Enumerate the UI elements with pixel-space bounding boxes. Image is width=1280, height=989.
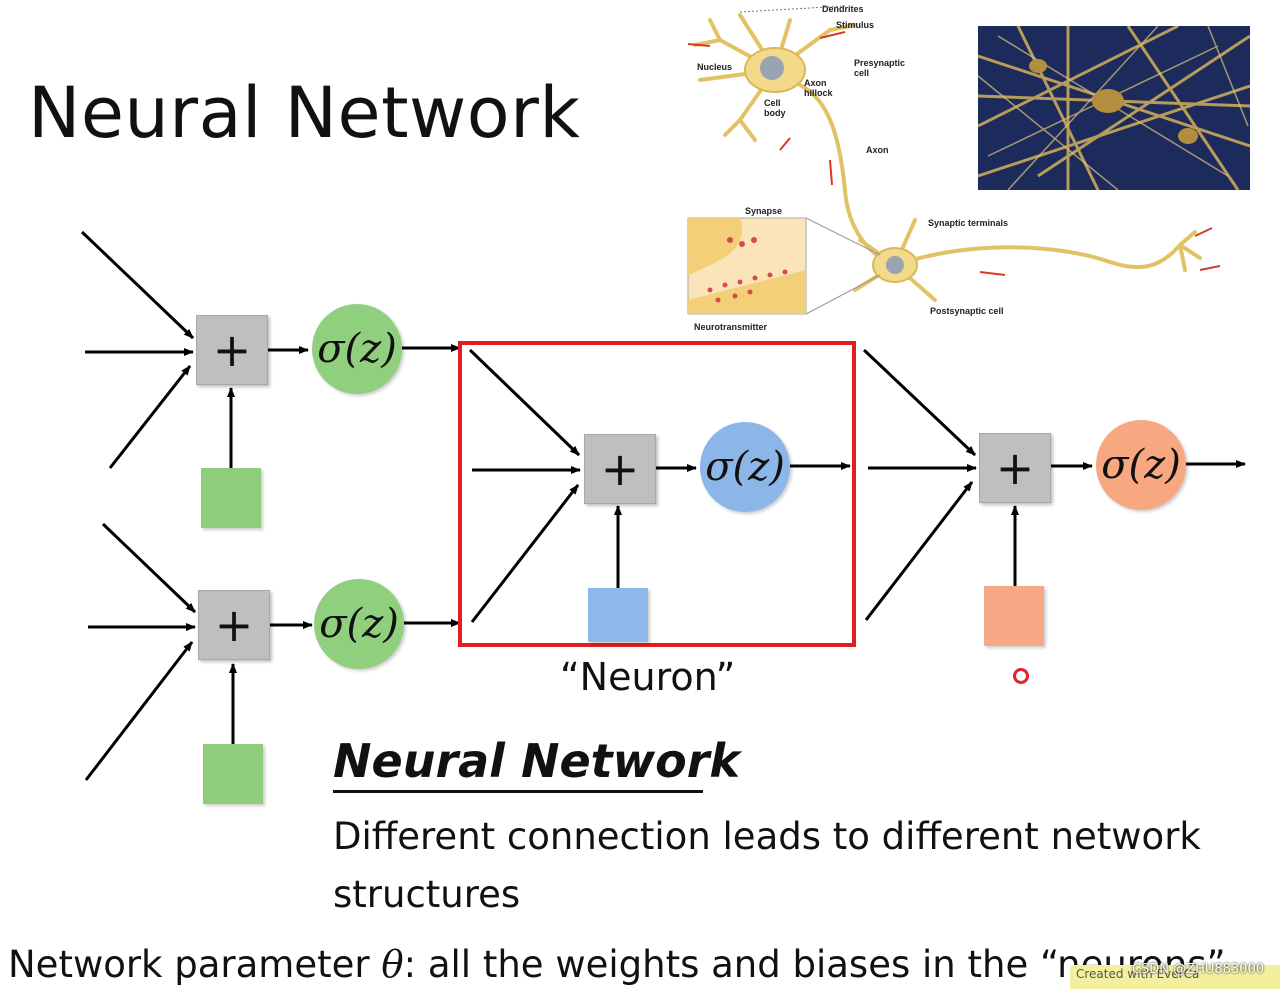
parameter-definition: Network parameter θ: all the weights and…: [8, 943, 1226, 986]
laser-pointer-dot: [1013, 668, 1029, 684]
heading-underline: [333, 790, 703, 793]
label-dendrites: Dendrites: [822, 4, 864, 14]
sum-symbol: +: [995, 441, 1035, 495]
bias-node-right: [984, 586, 1044, 646]
label-nucleus: Nucleus: [697, 62, 733, 72]
label-axon-hillock: Axon hillock: [804, 78, 833, 98]
input-arrow: [864, 481, 974, 621]
label-postsynaptic-cell: Postsynaptic cell: [930, 306, 1004, 316]
neuron-highlight-box: [458, 341, 856, 647]
label-axon: Axon: [866, 145, 889, 155]
slide-title: Neural Network: [28, 72, 581, 154]
bias-node-middle: [588, 588, 648, 642]
input-arrow: [468, 348, 581, 457]
neuron-label: “Neuron”: [560, 655, 736, 699]
sum-node-right: +: [979, 433, 1051, 503]
label-synaptic-terminals: Synaptic terminals: [928, 218, 1009, 228]
activation-symbol: σ(z): [317, 326, 397, 372]
section-description: Different connection leads to different …: [333, 815, 1201, 916]
sum-node-middle: +: [584, 434, 656, 504]
input-arrow: [470, 484, 580, 623]
label-stimulus: Stimulus: [836, 20, 875, 30]
section-heading: Neural Network: [333, 734, 741, 788]
input-arrow: [101, 522, 197, 614]
activation-node-top-left: σ(z): [312, 304, 402, 394]
sum-symbol: +: [600, 442, 640, 496]
sum-node-bottom-left: +: [198, 590, 270, 660]
input-arrow: [108, 365, 192, 469]
input-arrow: [862, 348, 977, 457]
activation-node-right: σ(z): [1096, 420, 1186, 510]
theta-symbol: θ: [381, 943, 404, 986]
biological-neuron-illustration: [687, 5, 1220, 315]
input-arrow: [80, 230, 195, 340]
bias-node-top-left: [201, 468, 261, 528]
label-cell-body: Cell body: [764, 98, 786, 118]
activation-symbol: σ(z): [705, 444, 785, 490]
sum-symbol: +: [212, 323, 252, 377]
label-presynaptic-cell: Presynaptic cell: [854, 58, 906, 78]
label-synapse: Synapse: [745, 206, 783, 216]
activation-node-bottom-left: σ(z): [314, 579, 404, 669]
activation-node-middle: σ(z): [700, 422, 790, 512]
label-neurotransmitter: Neurotransmitter: [694, 322, 768, 332]
sum-symbol: +: [214, 598, 254, 652]
activation-symbol: σ(z): [319, 601, 399, 647]
sum-node-top-left: +: [196, 315, 268, 385]
activation-symbol: σ(z): [1101, 442, 1181, 488]
created-with-badge: Created with EverCa: [1070, 965, 1280, 989]
watermark: CSDN @ZHU883000: [1131, 962, 1264, 977]
neuron-photo: [978, 26, 1250, 190]
bias-node-bottom-left: [203, 744, 263, 804]
parameter-prefix: Network parameter: [8, 943, 382, 986]
input-arrow: [84, 641, 194, 781]
